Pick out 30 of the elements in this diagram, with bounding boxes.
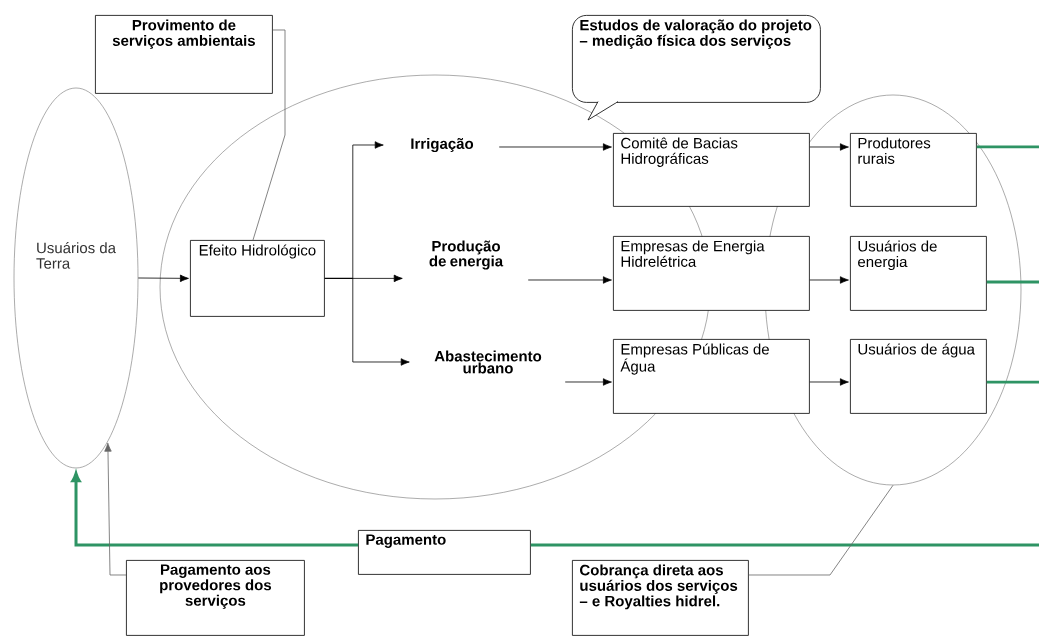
leader-line — [748, 484, 894, 576]
flow-label: Irrigação — [411, 138, 474, 153]
connector-line — [986, 380, 1039, 384]
process-box: Empresas Públicas de Água — [613, 339, 810, 414]
arrow — [564, 378, 612, 386]
flow-label: Abastecimento urbano — [434, 350, 542, 374]
process-box: Pagamento — [358, 530, 531, 575]
callout-bubble: Estudos de valoração do projeto – medição física dos serviços — [572, 15, 821, 121]
arrow — [809, 143, 849, 151]
process-box: Efeito Hidrológico — [190, 240, 325, 317]
process-box: Usuários de energia — [850, 236, 987, 311]
arrow — [137, 274, 189, 282]
connector-line — [976, 145, 1039, 149]
process-box: Usuários de água — [850, 339, 987, 414]
arrow — [809, 378, 849, 386]
flow-label: Produção de energia — [429, 240, 504, 270]
connector-line — [530, 543, 1039, 547]
arrow — [809, 276, 849, 284]
process-box: Provimento de serviços ambientais — [95, 15, 273, 94]
arrow — [324, 278, 410, 366]
process-box: Cobrança direta aos usuários dos serviços – e Royalties hidrel. — [572, 560, 749, 636]
arrow — [527, 276, 612, 284]
process-box: Pagamento aos provedores dos serviços — [126, 560, 305, 636]
connector-line — [986, 280, 1039, 284]
arrow — [498, 143, 612, 151]
process-box: Produtores rurais — [850, 133, 977, 207]
process-box: Empresas de Energia Hidrelétrica — [613, 236, 810, 311]
leader-line — [252, 29, 286, 241]
process-box: Comitê de Bacias Hidrográficas — [613, 133, 810, 207]
leader-line — [104, 442, 127, 576]
